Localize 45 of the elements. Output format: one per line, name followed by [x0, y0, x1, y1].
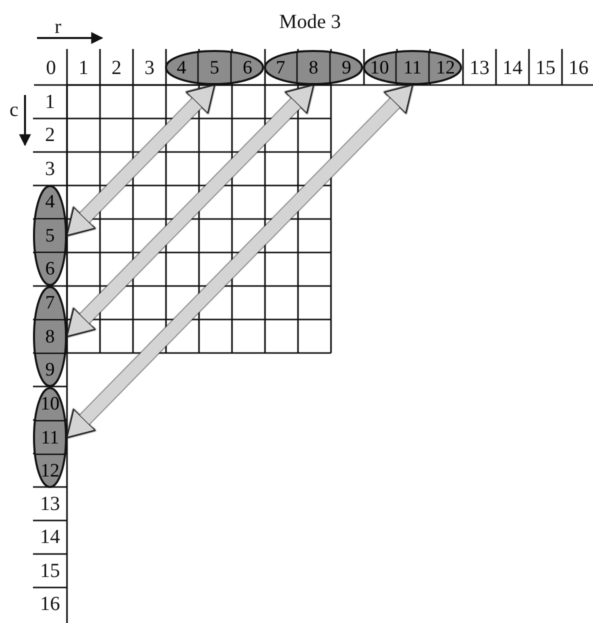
oval-number: 10 [40, 394, 60, 414]
oval-number: 6 [45, 260, 55, 279]
oval-group [33, 286, 67, 387]
oval-number: 10 [370, 58, 389, 77]
oval-number: 8 [45, 327, 55, 346]
oval-group [363, 50, 462, 85]
axis-label: r [54, 17, 62, 37]
row-number: 1 [45, 92, 55, 112]
double-arrow [66, 84, 216, 236]
row-number: 13 [40, 494, 60, 514]
oval-number: 4 [176, 58, 186, 77]
column-number: 13 [470, 58, 490, 78]
oval-number: 12 [436, 58, 455, 77]
oval-number: 7 [45, 293, 55, 312]
axis-label: c [10, 100, 18, 120]
oval-number: 5 [210, 58, 220, 77]
column-number: 15 [536, 58, 556, 78]
row-number: 16 [40, 594, 60, 614]
oval-number: 8 [308, 58, 318, 77]
double-arrow [66, 84, 314, 338]
oval-number: 7 [276, 58, 286, 77]
oval-number: 5 [45, 226, 55, 245]
double-arrow [66, 84, 414, 438]
title: Mode 3 [279, 12, 341, 32]
oval-number: 12 [40, 462, 60, 481]
oval-number: 6 [242, 58, 252, 77]
column-number: 16 [568, 58, 588, 78]
oval-group [33, 387, 67, 488]
row-number: 14 [40, 527, 60, 548]
oval-number: 9 [342, 58, 352, 77]
column-number: 14 [502, 58, 522, 78]
row-number: 3 [45, 158, 55, 179]
oval-number: 9 [45, 360, 55, 380]
oval-number: 11 [40, 428, 60, 447]
oval-number: 11 [403, 58, 422, 77]
column-number: 1 [78, 58, 88, 78]
column-number: 0 [46, 58, 56, 78]
oval-group [165, 50, 264, 85]
column-number: 2 [112, 58, 122, 78]
row-number: 15 [40, 560, 60, 581]
column-number: 3 [144, 58, 154, 78]
oval-group [264, 50, 363, 85]
row-number: 2 [45, 125, 55, 146]
oval-number: 4 [45, 192, 55, 212]
oval-group [33, 185, 67, 286]
